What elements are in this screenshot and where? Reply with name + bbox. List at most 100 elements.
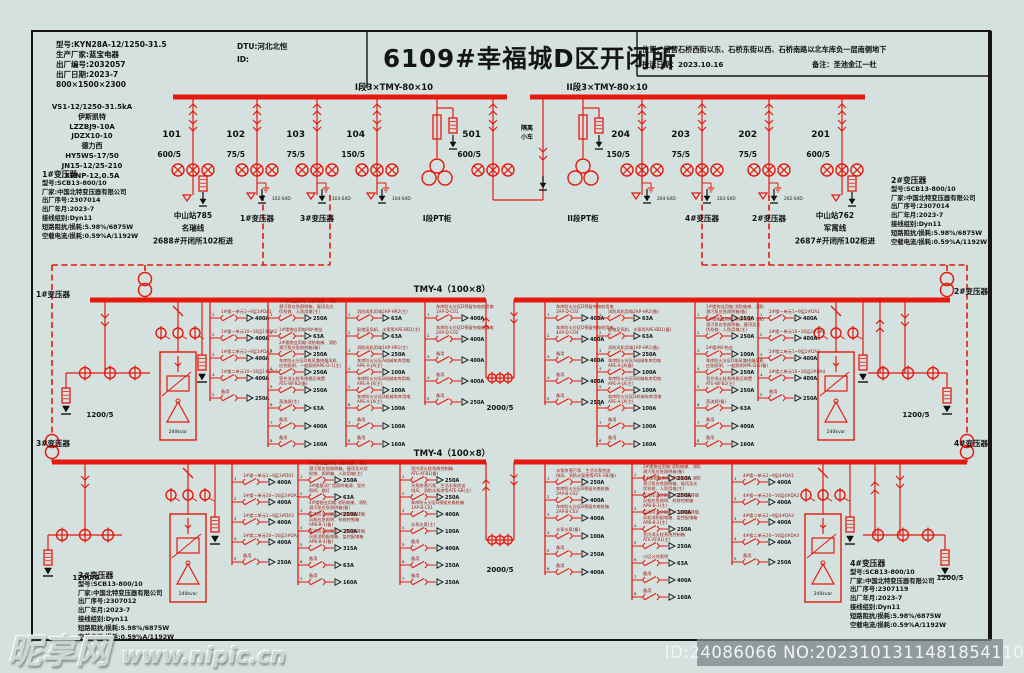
feeder-amp: 250A [677,527,691,533]
feeder-label: 水系水泵(备) [556,526,581,533]
feeder-index: 2 [270,330,273,335]
feeder-index: 1 [348,312,351,317]
feeder-index: 1 [697,312,700,317]
feeder-label: 备用 [436,350,444,357]
feeder-index: 3 [634,506,637,511]
feeder-label: 车库防火分区A、B排风兼排烟 [643,492,699,499]
feeder-column: 1250A水泵房潜污泵、生活水泵房送排风、消防水泵房等ATE-SB(备)2400… [544,462,616,577]
feeder-amp: 400A [590,498,604,504]
feeder-column: 163A消防风机用电2AP-HR2(备)263A配电室风机、水泵等APE-BD1… [596,300,672,449]
feeder-index: 4 [697,366,700,371]
feeder-index: 5 [634,540,637,545]
panel-dimensions: 800×1500×2300 [56,80,126,89]
feeder-label: 3#楼物业用电:消防电梯、消防 [643,463,701,470]
lv-bus-tie: 2000/5 [482,462,518,574]
panel-serial: 出厂编号:2032057 [56,60,126,69]
bay-number: 501 [462,130,481,140]
capacitor-rating: 240kvar [827,429,846,435]
feeder-label: 4#楼一单元1~9层4#DA1 [743,472,794,479]
transformer-block-line: 出厂年月:2023-7 [42,206,95,214]
transformer-block-line: 厂家:中国北特变压器有限公司 [78,589,163,597]
feeder-amp: 400A [277,540,291,546]
feeder-row: 2250A2#楼物业用电:消防电梯、消防潜污泵应急照明箱、屋顶及光伏检修、人防用… [695,316,764,341]
lv-bus-tie: 2000/5 [482,300,518,412]
feeder-label: 伏检修、人防用电(主) [706,326,747,333]
cart-label: 小车 [520,133,533,141]
bay-label: 军寓线 [824,223,847,233]
feeder-amp: 250A [343,478,357,484]
bay-label: 中山站762 [816,210,854,220]
feeder-index: 2 [402,491,405,496]
feeder-label: APB-B-4(备) [309,538,333,545]
feeder-index: 7 [634,574,637,579]
feeder-row: 2250A4#楼物业用电:消防电梯、消防潜污泵应急照明箱、屋顶及光伏检修、人防用… [632,475,701,500]
feeder-index: 2 [300,491,303,496]
feeder-amp: 400A [777,520,791,526]
feeder-label: 车库防火分区B机械车库用电 [357,375,411,382]
feeder-label: 2AP-D-C02 [436,330,459,335]
commission-date: 投运日期：2023.10.16 [642,60,724,69]
transformer-block-line: 出厂年月:2023-7 [891,212,944,220]
feeder-label: 3#楼一单元10~16层3#DA2 [243,492,299,499]
feeder-label: 应急照明、一般照明APE-D-2(备) [706,362,768,369]
feeder-index: 4 [734,536,737,541]
feeder-index: 1 [212,312,215,317]
feeder-index: 7 [599,420,602,425]
feeder-amp: 250A [740,388,754,394]
feeder-index: 4 [599,366,602,371]
transformer-symbol-right: 4#变压器 [954,433,988,462]
feeder-amp: 63A [642,316,653,322]
earth-switch-label: 102-SXD [272,196,291,202]
feeder-index: 7 [402,576,405,581]
feeder-label: 1AP-B-C01 [411,505,433,510]
feeder-index: 8 [270,438,273,443]
feeder-amp: 400A [777,500,791,506]
transformer-label: 3#变压器 [36,438,71,448]
feeder-index: 2 [760,332,763,337]
cart-label: 隔离 [521,124,533,132]
feeder-label: 车库防火分区D预留充电桩用电 [556,324,614,331]
feeder-index: 3 [547,354,550,359]
feeder-index: 3 [348,348,351,353]
capacitor-rating: 240kvar [169,429,188,435]
feeder-index: 5 [427,396,430,401]
feeder-index: 3 [760,352,763,357]
feeder-amp: 160A [313,442,327,448]
bay-number: 201 [811,130,830,140]
feeder-index: 5 [547,548,550,553]
feeder-label: 备用 [643,570,651,577]
feeder-label: 水泵房潜污泵、生活水泵房送 [411,482,466,489]
feeder-amp: 250A [677,476,691,482]
feeder-amp: 400A [255,376,269,382]
feeder-label: 1#楼物业用电AW-物业 [279,326,323,333]
feeder-index: 2 [547,494,550,499]
feeder-label: 潜污泵应急照明箱(备) [279,344,320,351]
transformer-block-line: 厂家:中国北特变压器有限公司 [891,194,976,202]
feeder-amp: 250A [343,512,357,518]
feeder-label: 备用 [357,416,365,423]
feeder-label: 室外消火栓系统稳压装置 [279,375,325,382]
feeder-index: 1 [547,476,550,481]
feeder-label: 伏检修、人防用电(主) [279,308,320,315]
feeder-index: 6 [547,566,550,571]
